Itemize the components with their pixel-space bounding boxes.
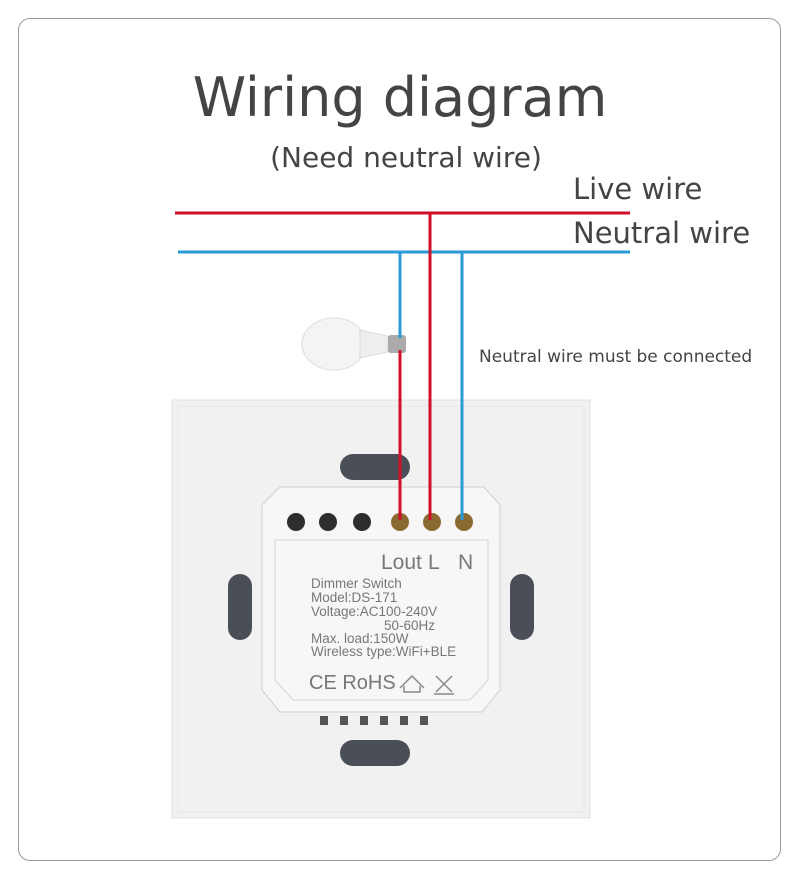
terminal-n: N: [458, 551, 473, 574]
light-bulb-icon: [301, 317, 406, 371]
terminal-l: L: [428, 551, 440, 574]
terminal-lout: Lout: [381, 551, 422, 574]
neutral-note: Neutral wire must be connected: [479, 347, 752, 367]
neutral-wire-label: Neutral wire: [573, 216, 750, 250]
spec-line: Voltage:AC100-240V: [311, 604, 437, 619]
mount-slot-right: [510, 574, 534, 640]
spec-line: Model:DS-171: [311, 590, 397, 605]
cert-marks: CE RoHS: [309, 672, 396, 694]
panel-inner-edge: [177, 405, 585, 813]
vent-slots: [320, 716, 428, 725]
diagram-frame: [18, 18, 781, 861]
spec-line: Wireless type:WiFi+BLE: [311, 644, 456, 659]
subtitle: (Need neutral wire): [270, 141, 542, 174]
module-label-area: [274, 539, 489, 701]
terminal-screws: [287, 513, 473, 531]
weee-bin-icon: [434, 675, 454, 695]
home-icon: [399, 674, 425, 693]
spec-line: Dimmer Switch: [311, 576, 402, 591]
spec-line: 50-60Hz: [384, 618, 435, 633]
mount-slot-top: [340, 454, 410, 480]
spec-line: Max. load:150W: [311, 631, 409, 646]
mount-slot-left: [228, 574, 252, 640]
dimmer-module: [261, 486, 501, 713]
title: Wiring diagram: [193, 66, 608, 129]
mount-slot-bottom: [340, 740, 410, 766]
live-wire-label: Live wire: [573, 172, 702, 206]
